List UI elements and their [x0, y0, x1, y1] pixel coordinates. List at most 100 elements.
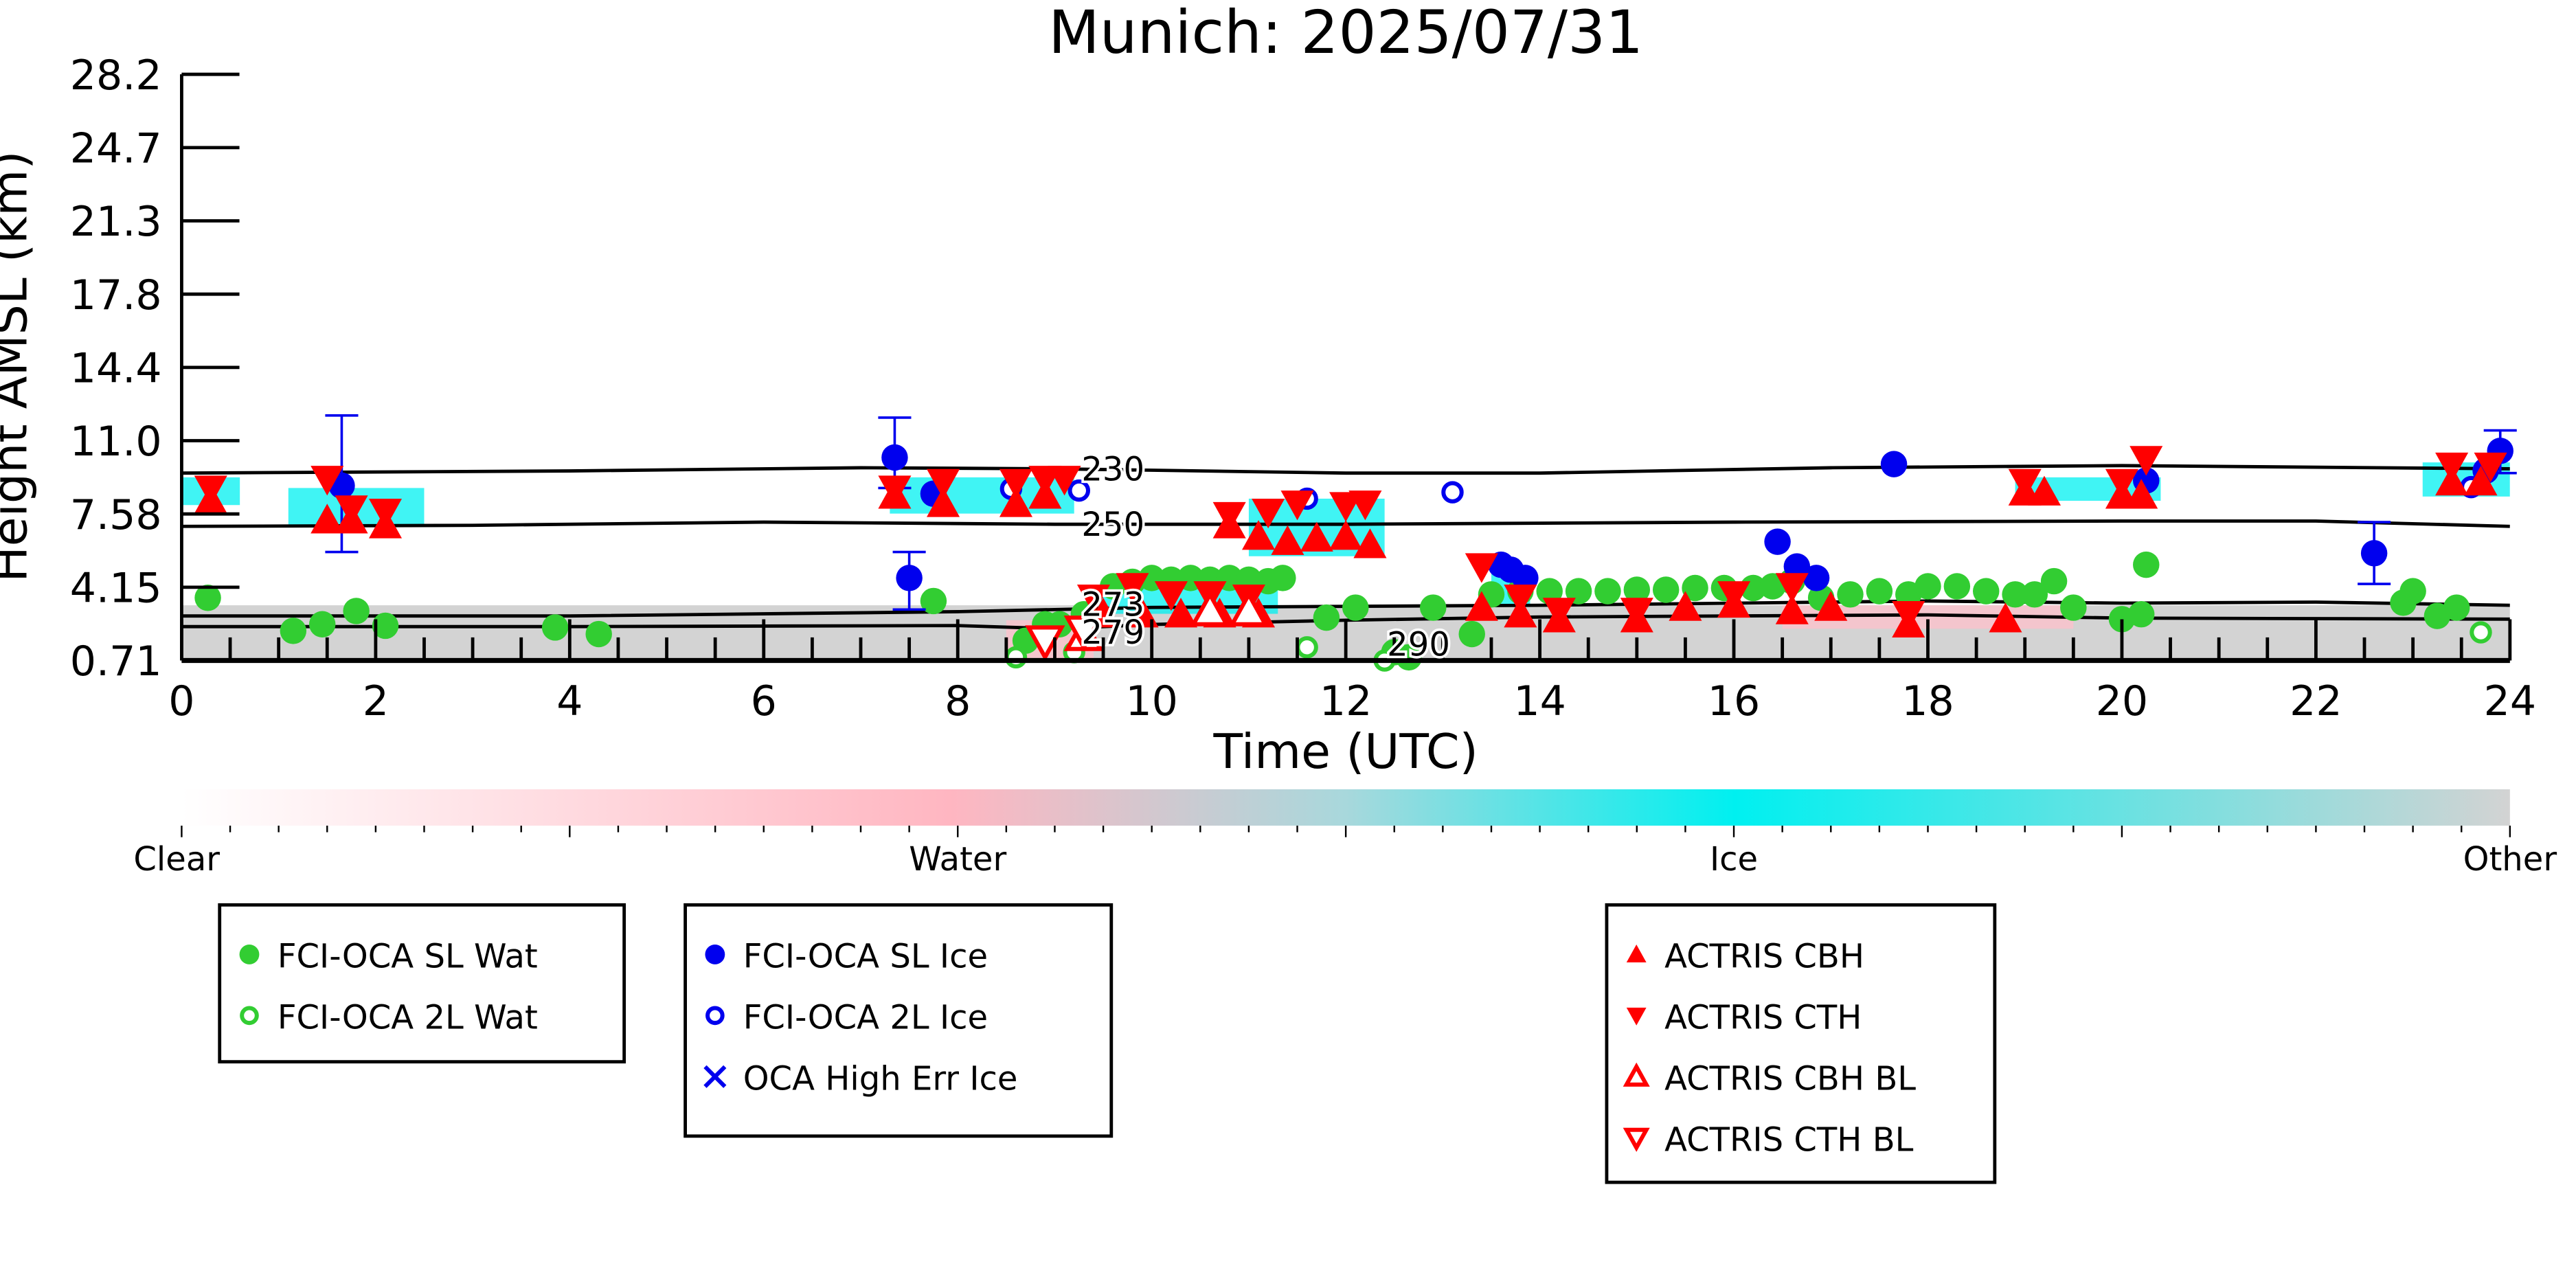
actris-cbh-point	[2027, 475, 2061, 506]
legend-marker	[240, 1006, 259, 1026]
colorbar-label-ice: Ice	[1710, 840, 1758, 879]
fci-oca-sl-wat-point	[372, 612, 399, 640]
y-tick-label: 0.71	[70, 637, 162, 686]
actris-cbh-point	[2125, 479, 2158, 509]
legend-marker	[1623, 1062, 1650, 1087]
fci-oca-sl-wat-point	[2443, 594, 2470, 621]
y-tick-label: 21.3	[70, 198, 162, 246]
actris-cbh-point	[1775, 594, 1809, 624]
fci-oca-sl-wat-point	[1536, 578, 1563, 605]
colorbar-label-clear: Clear	[133, 840, 220, 879]
fci-oca-sl-wat-point	[194, 585, 221, 611]
contour-label: 250	[1081, 506, 1144, 544]
actris-cbh-point	[1814, 591, 1848, 621]
actris-cth-point	[878, 475, 912, 506]
fci-oca-sl-wat-point	[343, 598, 370, 624]
fci-oca-sl-wat-point	[2021, 581, 2048, 608]
actris-cth-point	[2105, 468, 2138, 499]
legend-box	[1605, 903, 1997, 1184]
actris-cth-point	[1717, 581, 1751, 611]
x-tick-label: 8	[945, 677, 971, 725]
fci-oca-sl-wat-point	[1565, 578, 1592, 605]
fci-oca-sl-wat-point	[1837, 581, 1864, 608]
fci-oca-sl-wat-point	[541, 614, 569, 641]
fci-oca-sl-wat-point	[1652, 576, 1680, 603]
legend-marker	[1626, 1007, 1647, 1026]
contour-line-230	[181, 464, 2510, 475]
y-tick-label: 17.8	[70, 271, 162, 319]
x-tick-label: 2	[363, 677, 389, 725]
legend-label: FCI-OCA SL Ice	[743, 938, 988, 976]
actris-cbh-point	[927, 487, 960, 517]
y-tick-label: 7.58	[70, 491, 162, 539]
contour-label: 279	[1081, 613, 1144, 652]
contour-line-273	[181, 599, 2510, 618]
actris-cth-point	[1280, 490, 1314, 521]
actris-cbh-point	[2464, 465, 2498, 496]
actris-cth-point	[1465, 553, 1498, 583]
actris-cth-point	[1154, 581, 1188, 611]
actris-cth-point	[194, 475, 227, 506]
contour-label: 230	[1081, 450, 1144, 488]
y-axis-label: Height AMSL (km)	[0, 151, 38, 583]
legend-label: FCI-OCA 2L Wat	[278, 999, 538, 1037]
actris-cbh-point	[1353, 528, 1387, 558]
fci-oca-sl-wat-point	[585, 620, 612, 648]
fci-oca-sl-ice-point	[1512, 565, 1539, 591]
actris-cbh-point	[1164, 598, 1198, 628]
fci-oca-sl-wat-point	[280, 618, 307, 644]
actris-cth-point	[2435, 452, 2469, 483]
fci-oca-sl-wat-point	[1594, 578, 1621, 605]
actris-cbh-point	[1465, 591, 1498, 621]
actris-cth-bl-point	[1063, 615, 1104, 652]
actris-cbh-point	[999, 487, 1033, 517]
fci-oca-sl-wat-point	[1420, 594, 1447, 621]
fci-oca-sl-wat-point	[2040, 567, 2068, 595]
fci-oca-sl-ice-point	[2360, 540, 2388, 567]
actris-cth-point	[1620, 598, 1653, 628]
actris-cbh-point	[1300, 521, 1333, 552]
fci-oca-sl-wat-point	[1342, 594, 1369, 621]
legend-marker	[703, 1065, 727, 1088]
actris-cbh-point	[310, 504, 344, 534]
actris-cth-point	[1048, 466, 1081, 496]
y-tick-label: 14.4	[70, 344, 162, 392]
colorbar-label-other: Other	[2463, 840, 2557, 879]
x-axis-label: Time (UTC)	[1212, 724, 1478, 780]
x-tick-label: 16	[1708, 677, 1760, 725]
actris-cth-point	[927, 468, 960, 499]
actris-cth-point	[1252, 498, 1285, 529]
actris-cbh-point	[1271, 525, 1304, 555]
fci-oca-2l-wat-point	[1004, 646, 1028, 669]
legend-marker	[1623, 1127, 1650, 1152]
colorbar	[181, 789, 2510, 826]
x-tick-label: 24	[2484, 677, 2536, 725]
fci-oca-sl-wat-point	[1623, 576, 1651, 603]
actris-cbh-point	[1241, 520, 1276, 550]
fci-oca-sl-wat-point	[1972, 578, 2000, 605]
fci-oca-sl-ice-point	[896, 565, 923, 591]
legend-label: ACTRIS CTH BL	[1664, 1120, 1914, 1159]
actris-cth-point	[1504, 585, 1537, 615]
fci-oca-2l-ice-point	[1441, 481, 1464, 504]
legend-label: OCA High Err Ice	[743, 1060, 1018, 1098]
actris-cbh-point	[1669, 591, 1702, 621]
x-tick-label: 12	[1320, 677, 1372, 725]
actris-cth-point	[1775, 573, 1809, 603]
legend-marker	[705, 945, 725, 964]
actris-cth-point	[1348, 490, 1382, 521]
chart-title: Munich: 2025/07/31	[1048, 0, 1643, 67]
actris-cth-point	[1212, 501, 1246, 532]
fci-oca-sl-ice-point	[1803, 565, 1830, 591]
contour-label: 290	[1387, 625, 1450, 664]
fci-oca-sl-wat-point	[1682, 574, 1708, 602]
x-tick-label: 10	[1125, 677, 1177, 725]
fci-oca-sl-ice-point	[1880, 451, 1908, 477]
actris-cth-point	[2129, 446, 2163, 476]
fci-oca-sl-wat-point	[2399, 578, 2426, 605]
fci-oca-sl-wat-point	[1458, 620, 1485, 648]
fci-oca-sl-wat-point	[1914, 573, 1941, 600]
contour-label: 273	[1081, 585, 1144, 624]
fci-oca-sl-ice-point	[1783, 553, 1811, 580]
